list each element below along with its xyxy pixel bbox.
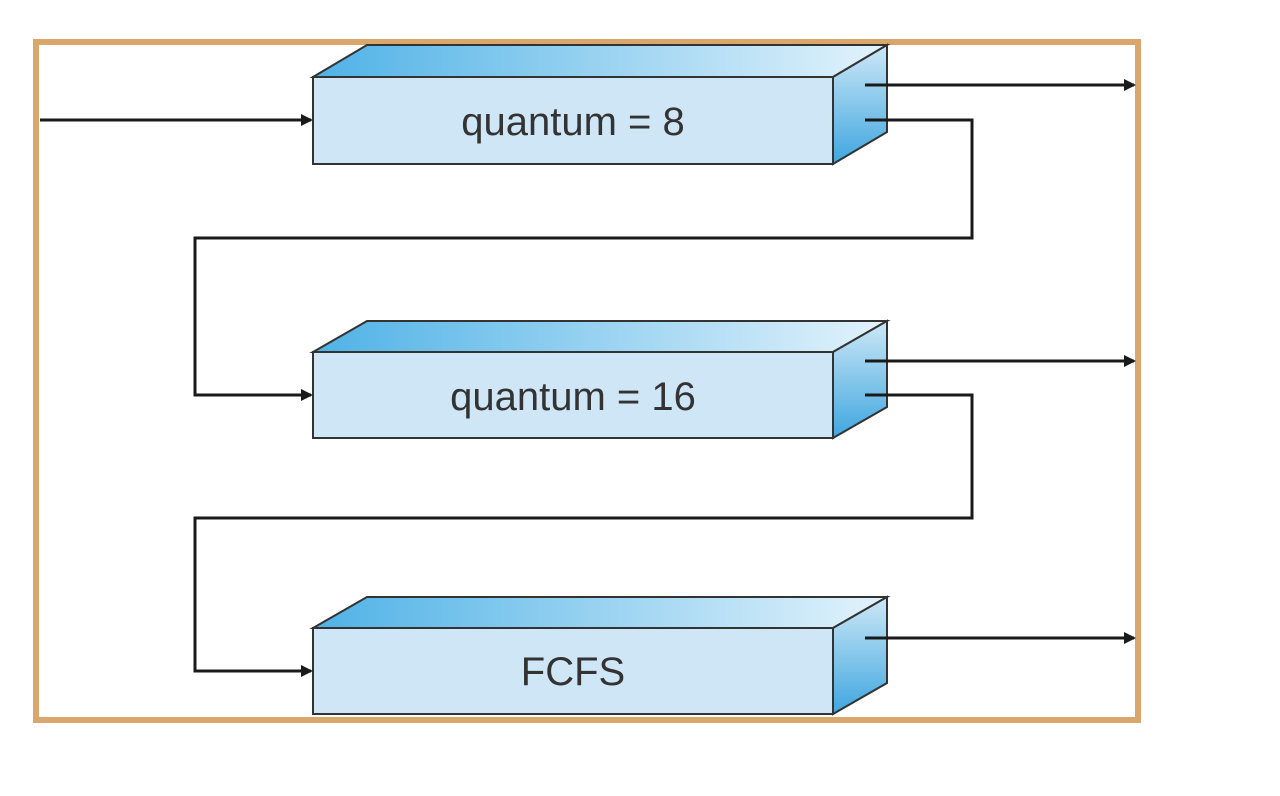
queue-label-3: FCFS — [521, 650, 625, 694]
queue-label-1: quantum = 8 — [461, 100, 685, 144]
demote-arrow-1-to-2 — [193, 118, 974, 401]
queue-box-3: FCFS — [309, 595, 891, 716]
demote-arrow-2-to-3 — [193, 393, 974, 677]
queue-box-2: quantum = 16 — [309, 319, 891, 440]
queue-box-1: quantum = 8 — [309, 43, 891, 166]
queue-label-2: quantum = 16 — [450, 375, 696, 419]
diagram-frame — [33, 39, 1141, 723]
